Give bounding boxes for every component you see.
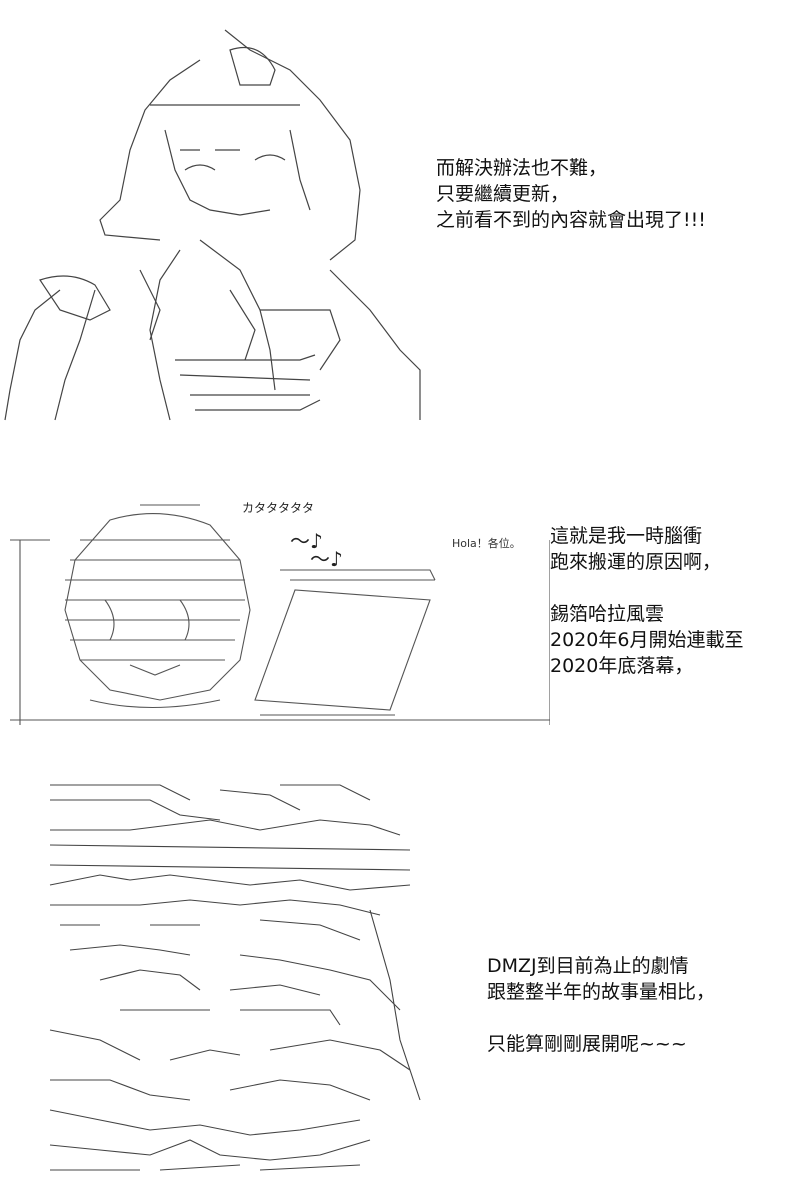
caption-line	[487, 1005, 715, 1031]
caption-line: DMZJ到目前為止的劇情	[487, 955, 689, 977]
music-note-1: ～♪	[290, 529, 323, 553]
caption-line: 只能算剛剛展開呢~~~	[487, 1033, 687, 1055]
ascii-art-character-3	[40, 780, 440, 1180]
caption-panel-2: 這就是我一時腦衝 跑來搬運的原因啊， 錫箔哈拉風雲 2020年6月開始連載至 2…	[550, 523, 743, 679]
caption-line: 跟整整半年的故事量相比，	[487, 981, 716, 1003]
caption-line: 只要繼續更新，	[436, 183, 570, 205]
panel-2: カタタタタタ ～♪ ～♪ Hola！各位。 這就是我一時腦衝 跑來搬運的原因啊，…	[0, 485, 800, 735]
ascii-art-character-typing	[10, 500, 550, 730]
caption-line: 跑來搬運的原因啊，	[550, 551, 722, 573]
caption-line: 這就是我一時腦衝	[550, 525, 703, 547]
music-note-2: ～♪	[310, 547, 343, 571]
caption-line: 而解決辦法也不難，	[436, 157, 608, 179]
caption-line	[550, 575, 743, 601]
caption-line: 2020年6月開始連載至	[550, 629, 744, 651]
caption-line: 錫箔哈拉風雲	[550, 603, 665, 625]
caption-line: 之前看不到的內容就會出現了!!!	[436, 209, 706, 231]
caption-panel-1: 而解決辦法也不難， 只要繼續更新， 之前看不到的內容就會出現了!!!	[436, 155, 706, 233]
caption-line: 2020年底落幕，	[550, 655, 694, 677]
ascii-art-character-1	[0, 10, 430, 430]
greeting-text: Hola！各位。	[452, 537, 521, 550]
panel-3: DMZJ到目前為止的劇情 跟整整半年的故事量相比， 只能算剛剛展開呢~~~	[0, 770, 800, 1190]
panel-1: 而解決辦法也不難， 只要繼續更新， 之前看不到的內容就會出現了!!!	[0, 0, 800, 430]
sound-effect-typing: カタタタタタ	[242, 501, 315, 515]
caption-panel-3: DMZJ到目前為止的劇情 跟整整半年的故事量相比， 只能算剛剛展開呢~~~	[487, 953, 715, 1057]
